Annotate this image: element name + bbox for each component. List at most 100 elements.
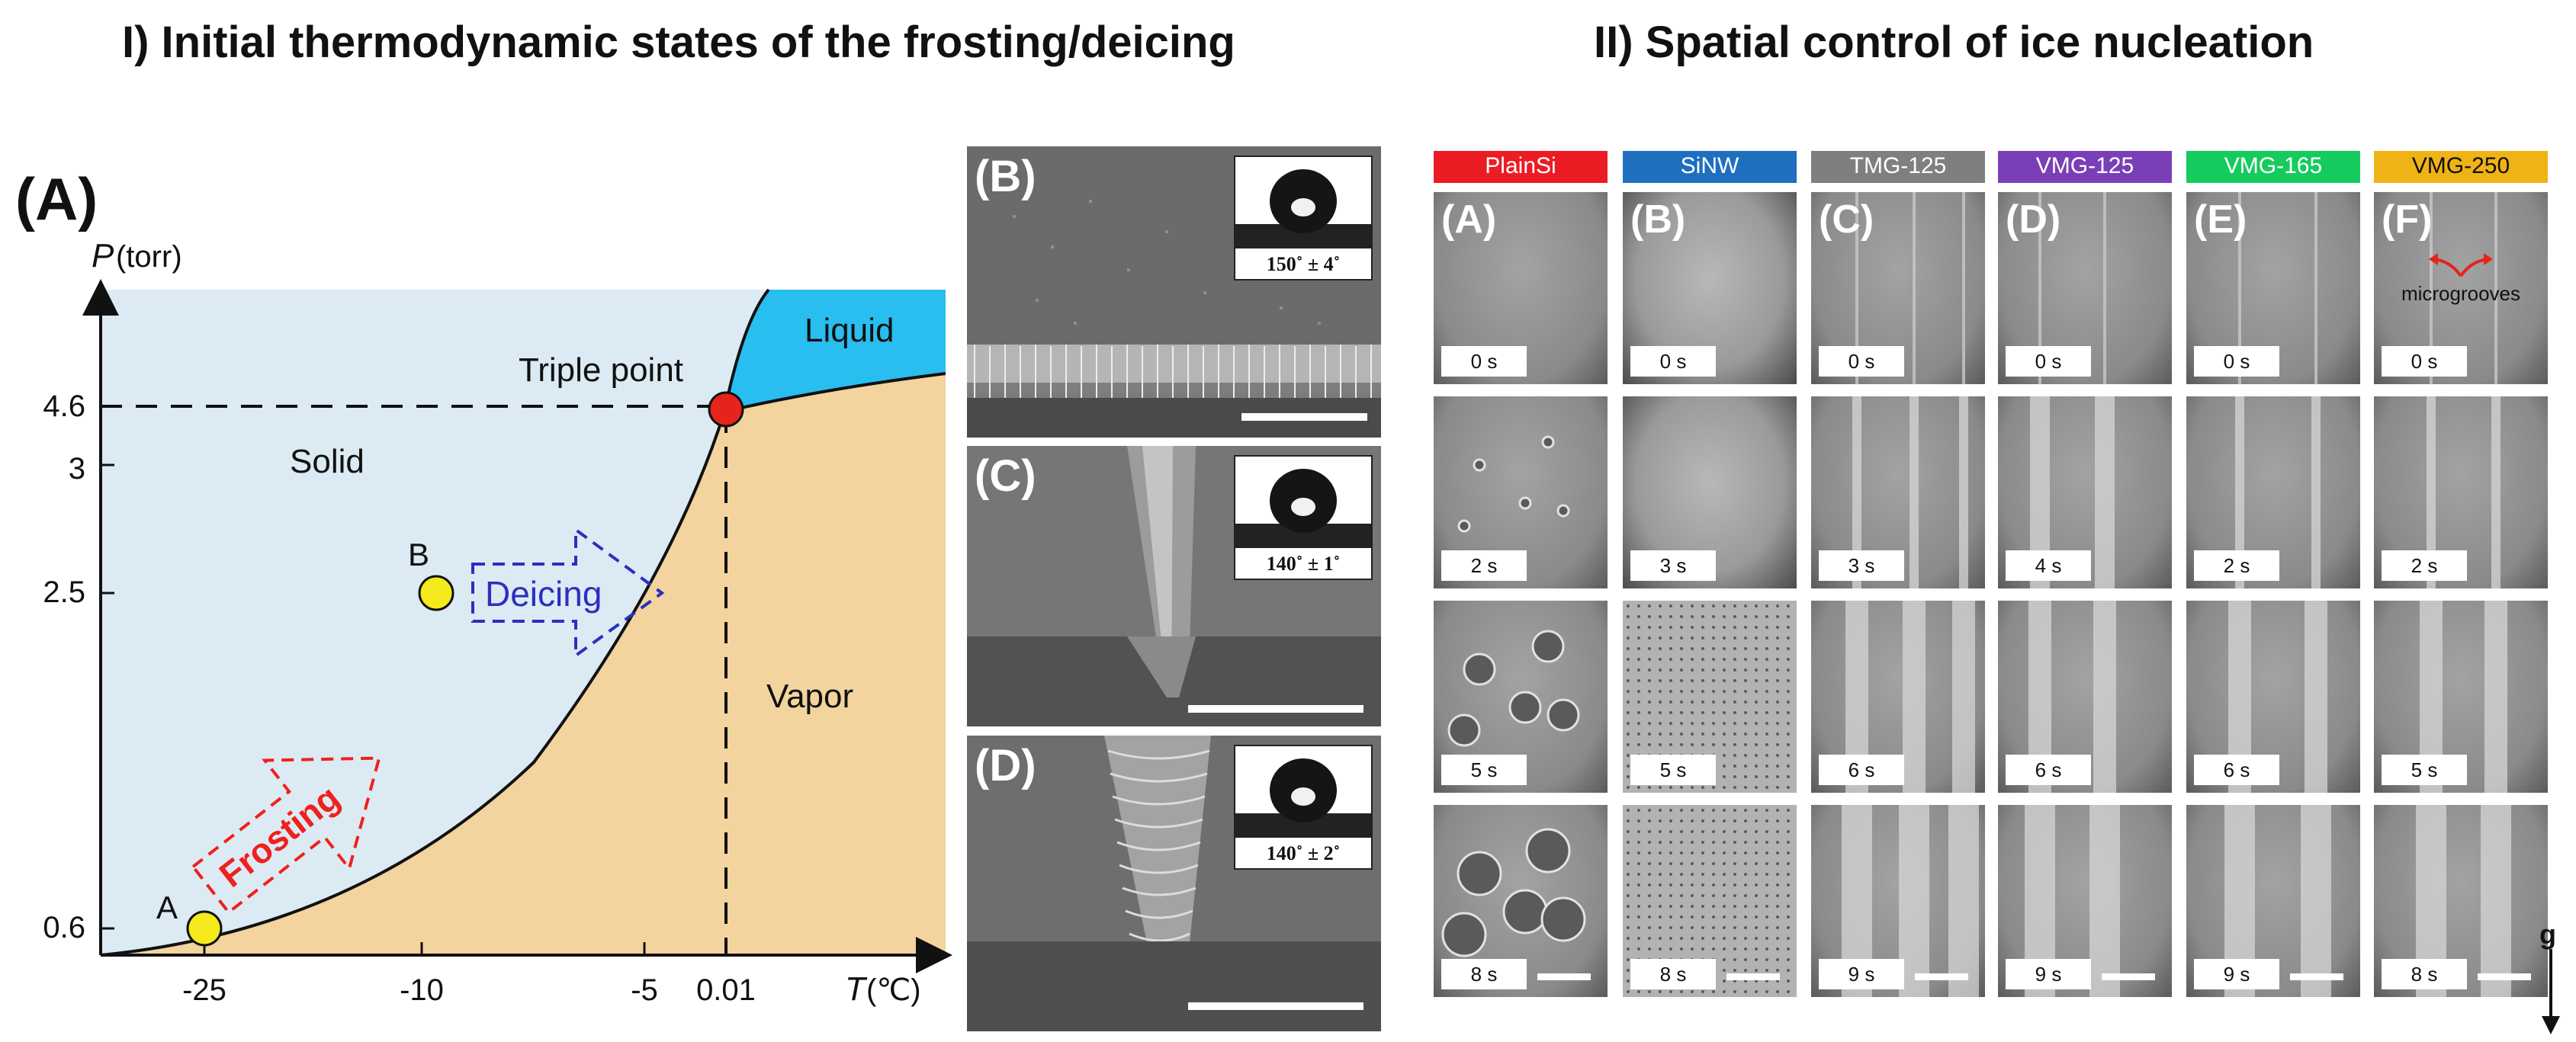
contact-angle-value: 150˚ ± 4˚	[1266, 253, 1341, 275]
vapor-label: Vapor	[766, 678, 853, 715]
time-label: 0 s	[1630, 346, 1716, 377]
x-tick-label: -5	[631, 973, 658, 1007]
triple-point-marker	[708, 391, 744, 428]
time-label: 6 s	[2006, 755, 2091, 785]
scale-bar	[2102, 973, 2155, 980]
time-label: 0 s	[2006, 346, 2091, 377]
left-section-title: I) Initial thermodynamic states of the f…	[122, 18, 1235, 67]
right-section-title: II) Spatial control of ice nucleation	[1594, 18, 2314, 67]
y-tick-label: 0.6	[43, 911, 85, 944]
time-label: 9 s	[2006, 959, 2091, 989]
time-label: 5 s	[1630, 755, 1716, 785]
deicing-arrow	[471, 527, 665, 659]
nucleation-frame: 2 s	[1434, 396, 1608, 588]
time-label: 0 s	[2194, 346, 2279, 377]
sem-panel-b: (B) 150˚ ± 4˚	[967, 146, 1381, 438]
vapor-region	[101, 374, 946, 955]
x-axis-label: T	[845, 970, 868, 1008]
nucleation-frame: 6 s	[2186, 601, 2360, 793]
nucleation-frame: 4 s	[1998, 396, 2172, 588]
nucleation-frame: 2 s	[2374, 396, 2548, 588]
nucleation-frame: 3 s	[1623, 396, 1797, 588]
deicing-label: Deicing	[485, 574, 602, 614]
nucleation-frame: (A) 0 s	[1434, 192, 1608, 384]
contact-angle-inset: 150˚ ± 4˚	[1234, 155, 1373, 281]
sem-panel-label: (B)	[975, 152, 1036, 201]
panel-label: (A)	[15, 165, 98, 232]
point-b-label: B	[408, 537, 429, 572]
liquid-region	[724, 290, 946, 412]
y-tick-label: 2.5	[43, 576, 85, 609]
nucleation-panel-label: (B)	[1630, 197, 1686, 242]
time-label: 4 s	[2006, 550, 2091, 581]
time-label: 5 s	[2382, 755, 2467, 785]
nucleation-frame: 3 s	[1811, 396, 1985, 588]
sem-panel-label: (D)	[975, 741, 1036, 790]
nucleation-frame: (D) 0 s	[1998, 192, 2172, 384]
nucleation-grid: PlainSi (A) 0 s 2 s 5 s 8 s SiNW (B) 0 s 3 s 5 s 8 …	[1426, 145, 2548, 1037]
nucleation-frame: 8 s	[1623, 805, 1797, 997]
sample-name-bar: TMG-125	[1811, 151, 1985, 183]
liquid-label: Liquid	[805, 312, 894, 349]
sample-name-bar: SiNW	[1623, 151, 1797, 183]
nucleation-frame: 9 s	[1998, 805, 2172, 997]
scale-bar	[1915, 973, 1968, 980]
contact-angle-value: 140˚ ± 1˚	[1266, 553, 1341, 575]
nucleation-frame: 9 s	[1811, 805, 1985, 997]
time-label: 8 s	[2382, 959, 2467, 989]
contact-angle-inset: 140˚ ± 2˚	[1234, 745, 1373, 870]
time-label: 6 s	[2194, 755, 2279, 785]
sample-name-bar: VMG-125	[1998, 151, 2172, 183]
solid-label: Solid	[290, 443, 365, 480]
nucleation-frame: 8 s	[1434, 805, 1608, 997]
microgroove-arrows-icon	[2429, 253, 2493, 277]
y-axis-label: P	[92, 237, 114, 274]
nucleation-panel-label: (C)	[1819, 197, 1874, 242]
time-label: 0 s	[2382, 346, 2467, 377]
nucleation-frame: 5 s	[2374, 601, 2548, 793]
contact-angle-value: 140˚ ± 2˚	[1266, 842, 1341, 864]
nucleation-panel-label: (A)	[1441, 197, 1497, 242]
y-axis-unit: (torr)	[116, 240, 182, 274]
time-label: 2 s	[2194, 550, 2279, 581]
sem-panel-label: (C)	[975, 451, 1036, 501]
y-tick-label: 3	[69, 452, 85, 486]
sample-name-bar: PlainSi	[1434, 151, 1608, 183]
scale-bar	[1726, 973, 1780, 980]
time-label: 0 s	[1819, 346, 1904, 377]
nucleation-panel-label: (F)	[2382, 197, 2433, 242]
nucleation-frame: 6 s	[1811, 601, 1985, 793]
time-label: 3 s	[1819, 550, 1904, 581]
sem-panel-d: (D) 140˚ ± 2˚	[967, 736, 1381, 1031]
sample-name-bar: VMG-250	[2374, 151, 2548, 183]
x-tick-label: -25	[182, 973, 226, 1007]
time-label: 8 s	[1441, 959, 1527, 989]
x-axis-unit: (℃)	[866, 973, 921, 1007]
nucleation-frame: 9 s	[2186, 805, 2360, 997]
y-tick-label: 4.6	[43, 390, 85, 423]
nucleation-panel-label: (D)	[2006, 197, 2061, 242]
scale-bar	[2478, 973, 2531, 980]
nucleation-frame: (B) 0 s	[1623, 192, 1797, 384]
nucleation-frame: 8 s	[2374, 805, 2548, 997]
time-label: 9 s	[1819, 959, 1904, 989]
time-label: 3 s	[1630, 550, 1716, 581]
time-label: 6 s	[1819, 755, 1904, 785]
x-tick-label: 0.01	[696, 973, 756, 1007]
microgrooves-annotation: microgrooves	[2401, 282, 2521, 305]
point-a-label: A	[156, 890, 178, 925]
solid-region	[101, 290, 769, 955]
time-label: 2 s	[2382, 550, 2467, 581]
phase-diagram: 0.6 2.5 3 4.6 -25 -10 -5 0.01 (A) P (tor…	[15, 165, 952, 1008]
x-tick-label: -10	[400, 973, 444, 1007]
frosting-arrow	[191, 756, 381, 915]
nucleation-frame: 6 s	[1998, 601, 2172, 793]
time-label: 8 s	[1630, 959, 1716, 989]
nucleation-frame: 5 s	[1623, 601, 1797, 793]
gravity-label: g	[2539, 919, 2556, 950]
contact-angle-inset: 140˚ ± 1˚	[1234, 455, 1373, 580]
gravity-arrow-icon	[2542, 949, 2560, 1034]
scale-bar	[1537, 973, 1591, 980]
scale-bar	[2290, 973, 2343, 980]
time-label: 0 s	[1441, 346, 1527, 377]
